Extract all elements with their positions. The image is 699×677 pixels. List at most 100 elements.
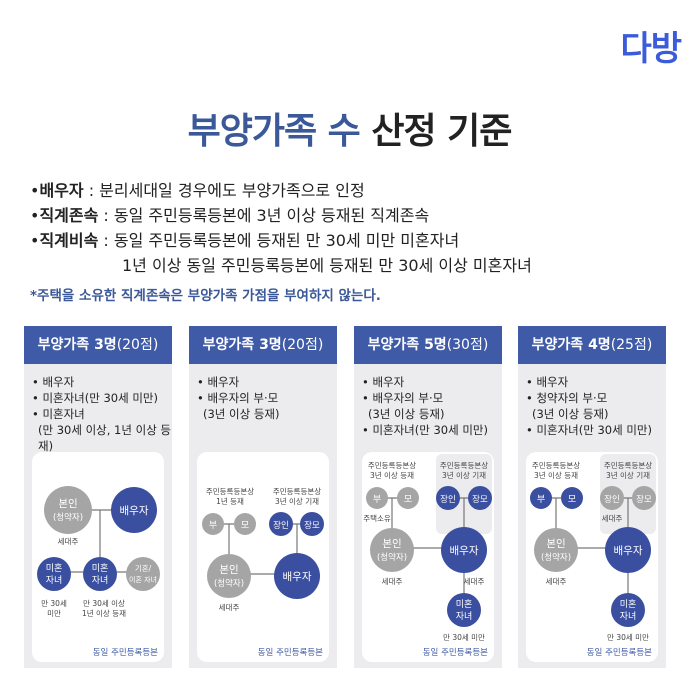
svg-text:만 30세 미만: 만 30세 미만 (443, 633, 485, 642)
svg-text:모: 모 (568, 495, 576, 505)
svg-text:모: 모 (241, 521, 249, 531)
svg-text:자녀: 자녀 (92, 575, 109, 586)
svg-text:주민등록등본상: 주민등록등본상 (206, 486, 254, 496)
svg-text:3년 이상 기재: 3년 이상 기재 (606, 470, 650, 480)
svg-text:만 30세 이상: 만 30세 이상 (83, 598, 125, 608)
criteria-ascendant: •직계존속 : 동일 주민등록등본에 3년 이상 등재된 직계존속 (30, 206, 430, 225)
svg-text:주민등록등본상: 주민등록등본상 (532, 460, 580, 470)
card-footer: 동일 주민등록등본 (422, 648, 488, 658)
page-title: 부양가족 수 산정 기준 (0, 102, 699, 154)
svg-text:자녀: 자녀 (456, 611, 473, 622)
card-footer: 동일 주민등록등본 (586, 648, 652, 658)
criteria-text: 동일 주민등록등본에 등재된 만 30세 미만 미혼자녀 (113, 231, 460, 250)
criteria-list: •배우자 : 분리세대일 경우에도 부양가족으로 인정 •직계존속 : 동일 주… (30, 178, 690, 278)
svg-text:장인: 장인 (273, 520, 289, 531)
criteria-descendant: •직계비속 : 동일 주민등록등본에 등재된 만 30세 미만 미혼자녀 (30, 231, 460, 250)
svg-text:주택소유: 주택소유 (363, 513, 391, 523)
svg-text:세대주: 세대주 (219, 603, 240, 612)
child-node (83, 557, 117, 591)
svg-text:부: 부 (537, 494, 545, 505)
svg-text:이혼 자녀: 이혼 자녀 (129, 575, 157, 584)
svg-text:본인: 본인 (546, 538, 565, 550)
svg-text:본인: 본인 (382, 538, 401, 550)
criteria-descendant-cont: 1년 이상 동일 주민등록등본에 등재된 만 30세 이상 미혼자녀 (122, 256, 532, 275)
svg-text:주민등록등본상: 주민등록등본상 (368, 460, 416, 470)
svg-text:미혼: 미혼 (46, 562, 63, 574)
child-node (37, 557, 71, 591)
svg-text:자녀: 자녀 (620, 611, 637, 622)
spouse-node (274, 553, 320, 599)
child-node (611, 593, 645, 627)
svg-text:배우자: 배우자 (614, 545, 643, 557)
case-card-2: 부양가족 3명(20점) • 배우자 • 배우자의 부·모 (3년 이상 등재)… (189, 326, 337, 668)
spouse-node (441, 527, 487, 573)
title-rest: 산정 기준 (371, 111, 512, 152)
card-items: • 배우자 • 청약자의 부·모 (3년 이상 등재) • 미혼자녀(만 30세… (526, 375, 652, 437)
card-items: • 배우자 • 배우자의 부·모 (3년 이상 등재) • 미혼자녀(만 30세… (362, 375, 488, 437)
card-items: • 배우자 • 미혼자녀(만 30세 미만) • 미혼자녀 (만 30세 이상,… (32, 375, 172, 453)
svg-text:배우자: 배우자 (120, 505, 149, 517)
svg-text:장모: 장모 (304, 520, 320, 531)
self-node (534, 528, 578, 572)
spouse-node (111, 487, 157, 533)
svg-text:장인: 장인 (604, 494, 620, 505)
svg-text:세대주: 세대주 (546, 577, 567, 586)
svg-text:3년 이상 등재: 3년 이상 등재 (370, 470, 414, 480)
svg-text:미혼: 미혼 (92, 562, 109, 574)
svg-text:모: 모 (404, 495, 412, 505)
case-card-3: 부양가족 5명(30점) • 배우자 • 배우자의 부·모 (3년 이상 등재)… (354, 326, 502, 668)
svg-text:미만: 미만 (47, 609, 61, 618)
card-header: 부양가족 3명(20점) (24, 326, 172, 364)
card-header: 부양가족 5명(30점) (354, 326, 502, 364)
svg-text:기혼/: 기혼/ (135, 563, 152, 573)
card-header: 부양가족 4명(25점) (518, 326, 666, 364)
svg-text:3년 이상 기재: 3년 이상 기재 (442, 470, 486, 480)
card-footer: 동일 주민등록등본 (92, 648, 158, 658)
criteria-spouse: •배우자 : 분리세대일 경우에도 부양가족으로 인정 (30, 181, 365, 200)
svg-text:세대주: 세대주 (58, 537, 79, 546)
self-node (207, 554, 251, 598)
svg-text:1년 이상 등재: 1년 이상 등재 (82, 608, 126, 618)
svg-text:만 30세 미만: 만 30세 미만 (607, 633, 649, 642)
card-items: • 배우자 • 배우자의 부·모 (3년 이상 등재) (197, 375, 280, 421)
svg-text:3년 이상 기재: 3년 이상 기재 (275, 496, 319, 506)
svg-text:주민등록등본상: 주민등록등본상 (440, 460, 488, 470)
self-node (44, 486, 92, 534)
svg-text:배우자: 배우자 (450, 545, 479, 557)
title-highlight: 부양가족 수 (187, 111, 361, 152)
family-diagram: 주민등록등본상 1년 등재 주민등록등본상 3년 이상 기재 부 모 장인 장모… (197, 452, 329, 662)
svg-text:세대주: 세대주 (382, 577, 403, 586)
svg-text:미혼: 미혼 (456, 598, 473, 610)
svg-text:장인: 장인 (440, 494, 456, 505)
spouse-node (605, 527, 651, 573)
svg-text:자녀: 자녀 (46, 575, 63, 586)
svg-text:만 30세: 만 30세 (41, 599, 67, 608)
family-diagram: 주민등록등본상 3년 이상 등재 주민등록등본상 3년 이상 기재 부 모 주택… (362, 452, 494, 662)
footnote: *주택을 소유한 직계존속은 부양가족 가점을 부여하지 않는다. (30, 288, 381, 304)
svg-text:부: 부 (373, 494, 381, 505)
family-diagram: 본인 (청약자) 세대주 배우자 미혼 자녀 미혼 자녀 기혼/ 이혼 자녀 만… (32, 452, 164, 662)
svg-text:세대주: 세대주 (602, 514, 623, 523)
married-child-node (126, 557, 160, 591)
svg-text:장모: 장모 (636, 494, 652, 505)
svg-text:(청약자): (청약자) (53, 512, 83, 523)
family-diagram: 주민등록등본상 3년 이상 등재 주민등록등본상 3년 이상 기재 부 모 장인… (526, 452, 658, 662)
child-node (447, 593, 481, 627)
card-header: 부양가족 3명(20점) (189, 326, 337, 364)
criteria-label: 배우자 (39, 181, 84, 200)
criteria-label: 직계비속 (39, 231, 99, 250)
svg-text:(청약자): (청약자) (541, 552, 571, 563)
svg-text:배우자: 배우자 (283, 571, 312, 583)
criteria-label: 직계존속 (39, 206, 99, 225)
self-node (370, 528, 414, 572)
svg-text:3년 이상 등재: 3년 이상 등재 (534, 470, 578, 480)
svg-text:(청약자): (청약자) (377, 552, 407, 563)
svg-text:1년 등재: 1년 등재 (216, 496, 244, 506)
svg-text:본인: 본인 (58, 498, 77, 510)
case-card-1: 부양가족 3명(20점) • 배우자 • 미혼자녀(만 30세 미만) • 미혼… (24, 326, 172, 668)
criteria-text: 분리세대일 경우에도 부양가족으로 인정 (99, 181, 365, 200)
svg-text:주민등록등본상: 주민등록등본상 (273, 486, 321, 496)
card-footer: 동일 주민등록등본 (257, 648, 323, 658)
svg-text:주민등록등본상: 주민등록등본상 (604, 460, 652, 470)
svg-text:장모: 장모 (472, 494, 488, 505)
